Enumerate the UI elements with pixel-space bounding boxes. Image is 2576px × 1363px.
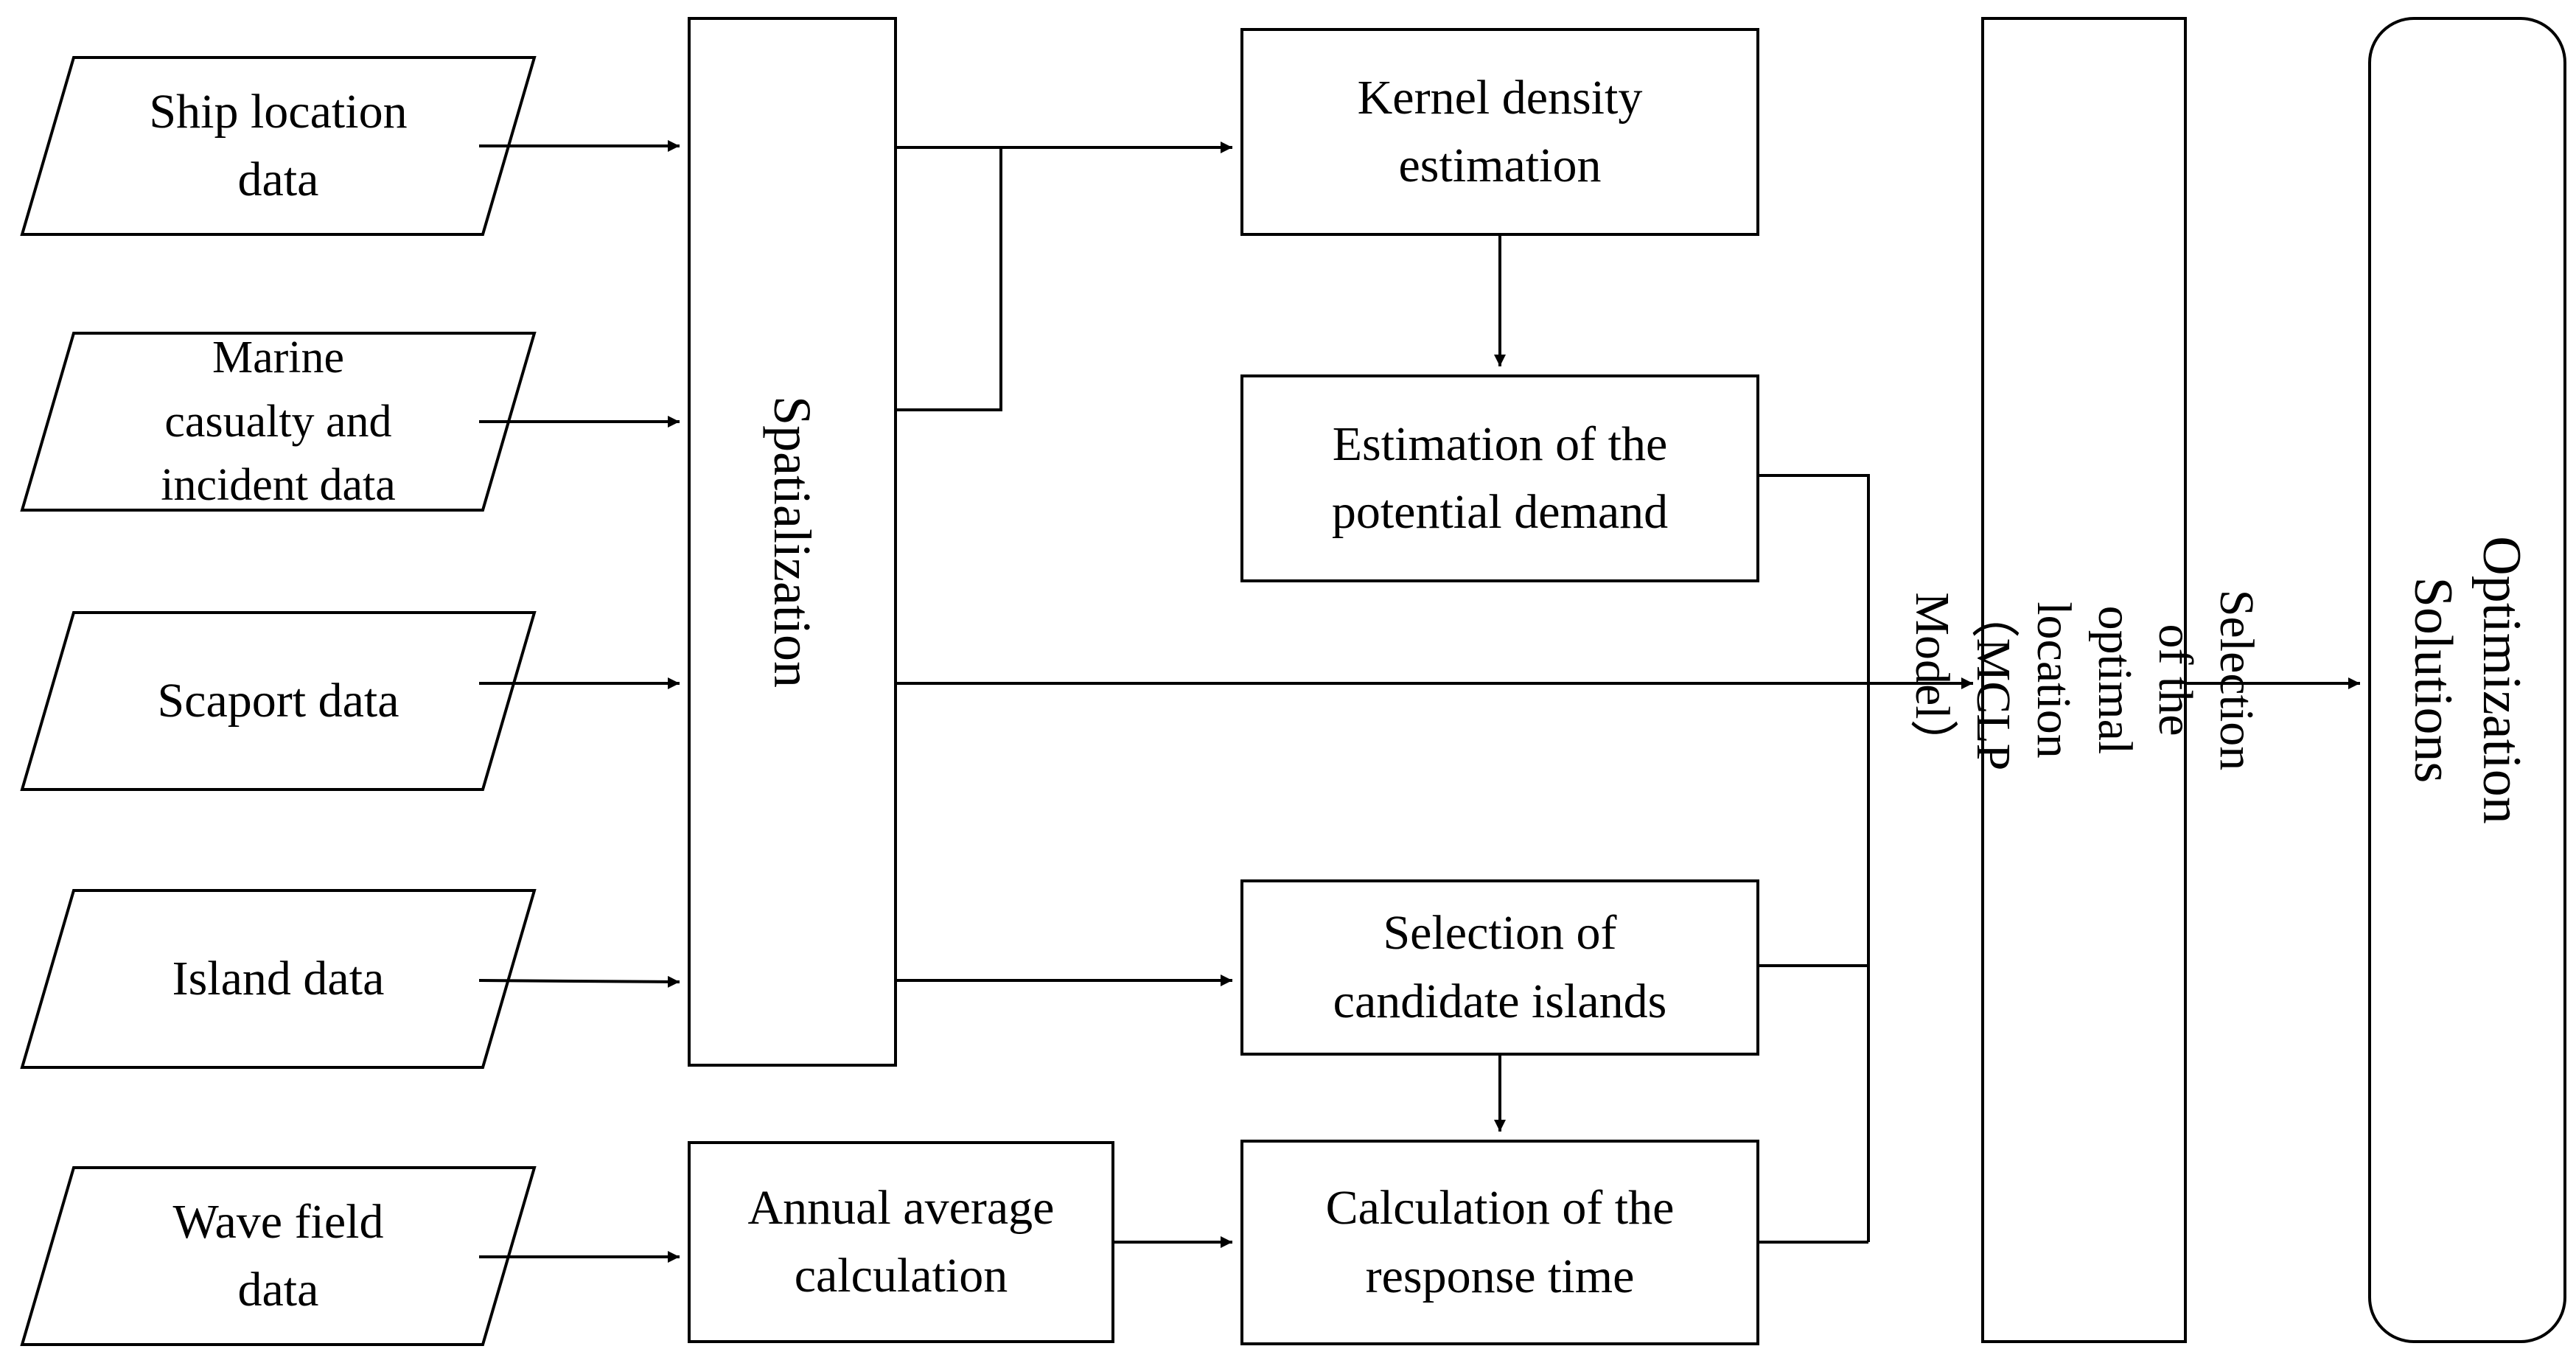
node-island-shape: [20, 889, 537, 1069]
node-marine-shape: [20, 332, 537, 512]
edge-island-to-spatial: [478, 975, 680, 988]
edge-demand-to-mclp: [1758, 474, 1870, 1242]
node-response-shape: [1240, 1140, 1759, 1345]
node-spatial-shape: [688, 17, 897, 1067]
node-candidate-shape: [1240, 879, 1759, 1056]
node-wave-shape: [20, 1166, 537, 1346]
node-kernel-shape: [1240, 28, 1759, 236]
node-ship-shape: [20, 56, 537, 236]
node-solutions-shape: [2368, 17, 2566, 1343]
node-annual-shape: [688, 1141, 1114, 1343]
node-seaport-shape: [20, 611, 537, 791]
node-demand-shape: [1240, 374, 1759, 582]
edge-spatial-to-kernel: [896, 147, 1002, 411]
node-mclp-shape: [1981, 17, 2187, 1343]
